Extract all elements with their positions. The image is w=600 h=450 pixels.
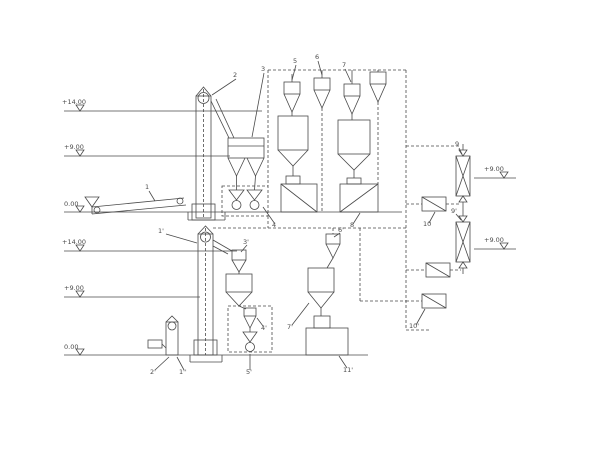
elevation-labels: +14.00 +9.00 0.00 +14.00 +9.00 0.00 +9.0… (62, 98, 504, 351)
airlock-unit-9 (455, 144, 471, 210)
equipment-label: 1'' (179, 368, 187, 376)
equipment-label: 5' (246, 368, 252, 376)
equipment-label: 9' (451, 207, 457, 215)
airlock-unit-9b (455, 210, 471, 274)
mill-machine-b (339, 177, 379, 213)
equipment-label: 3 (261, 65, 265, 73)
leader-lines (148, 60, 463, 371)
hopper-7b (307, 257, 335, 316)
equipment-label: 5 (293, 57, 297, 65)
equipment-label: 6 (315, 53, 319, 61)
elevation-label: 0.00 (64, 200, 78, 208)
elevation-label: 0.00 (64, 343, 78, 351)
equipment-label: 7' (287, 323, 293, 331)
bucket-elevator-small (147, 315, 179, 356)
elevation-label: +9.00 (484, 236, 504, 244)
surge-bin-b (337, 114, 371, 178)
equipment-label: 9 (455, 140, 459, 148)
elevation-label: +9.00 (64, 284, 84, 292)
cyclone-battery (283, 70, 387, 115)
bucket-elevator-secondary (193, 225, 233, 356)
equipment-label: 11' (343, 366, 353, 374)
fan-10a (421, 196, 447, 212)
bagging-5b (242, 328, 258, 352)
surge-bin-a (277, 112, 309, 176)
cyclone-bin-3b (225, 249, 253, 307)
mill-machine-a (280, 175, 318, 213)
elevation-label: +14.00 (62, 98, 86, 106)
elevation-label: +14.00 (62, 238, 86, 246)
equipment-label: 3' (243, 238, 249, 246)
elevation-label: +9.00 (484, 165, 504, 173)
equipment-label: 2' (150, 368, 156, 376)
screw-conveyor (84, 196, 187, 215)
equipment-label: 8 (350, 221, 354, 229)
equipment-label: 10 (423, 220, 431, 228)
pneumatic-ducts (213, 69, 461, 331)
elevation-label: +9.00 (64, 143, 84, 151)
fan-10c (421, 293, 447, 309)
equipment-label: 6' (338, 226, 344, 234)
equipment-label: 4' (261, 324, 267, 332)
sieve-cleaner (221, 137, 269, 217)
equipment-label: 7 (342, 61, 346, 69)
equipment-label: 2 (233, 71, 237, 79)
equipment-label: 1 (145, 183, 149, 191)
bucket-elevator-main (191, 86, 235, 221)
fan-10b (425, 262, 451, 278)
machine-11b (305, 315, 349, 356)
equipment-labels: 1 2 3 5 6 7 4 8 9 9' 10 10' 1' 2' 1'' 3'… (145, 53, 459, 376)
equipment-label: 10' (409, 322, 419, 330)
equipment-label: 4 (272, 221, 276, 229)
equipment-label: 1' (158, 227, 164, 235)
